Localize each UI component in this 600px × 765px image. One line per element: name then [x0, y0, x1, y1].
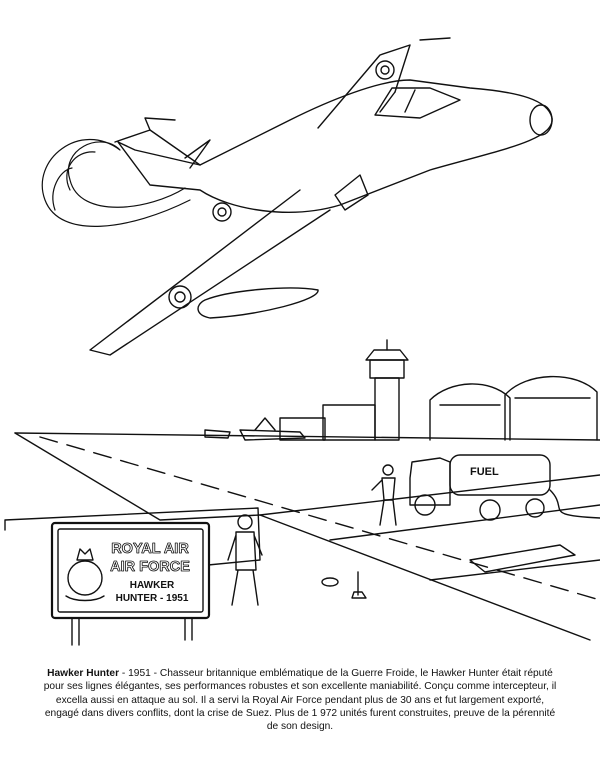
runway-centerline	[39, 436, 600, 601]
caption-text: - 1951 - Chasseur britannique emblématiq…	[43, 668, 557, 733]
sign-line-3: HAWKER	[130, 580, 175, 591]
sign-line-1: ROYAL AIR	[111, 541, 189, 557]
crown-icon	[76, 548, 94, 561]
coloring-illustration: FUEL ROYAL AIR AIR FORCE HAWKER HUNTER -…	[4, 37, 600, 646]
raf-crest	[67, 560, 103, 596]
smoke-trail	[41, 138, 191, 227]
caption: Hawker Hunter - 1951 - Chasseur britanni…	[38, 667, 562, 733]
runway-edge	[14, 432, 591, 641]
cockpit-canopy	[374, 87, 461, 119]
lower-wing	[89, 189, 331, 356]
truck-fuel-label: FUEL	[470, 466, 499, 478]
ground-crew	[227, 464, 397, 606]
jet-nose	[529, 104, 553, 136]
air-intake	[334, 174, 369, 211]
sign-line-2: AIR FORCE	[110, 559, 190, 575]
caption-title: Hawker Hunter	[47, 668, 120, 679]
control-tower	[279, 339, 409, 441]
fuel-truck: FUEL	[409, 454, 600, 521]
raf-sign: ROYAL AIR AIR FORCE HAWKER HUNTER - 1951	[50, 521, 211, 646]
parked-jets	[204, 417, 306, 441]
hawker-hunter-jet	[89, 37, 553, 356]
runway-lights	[321, 571, 367, 599]
airfield-ground	[14, 432, 600, 641]
sign-line-4: HUNTER - 1951	[116, 593, 189, 604]
wall	[4, 507, 261, 566]
upper-wing	[317, 44, 411, 129]
fuel-hose	[549, 489, 600, 519]
drop-tank	[197, 287, 319, 319]
hangars	[429, 375, 598, 441]
